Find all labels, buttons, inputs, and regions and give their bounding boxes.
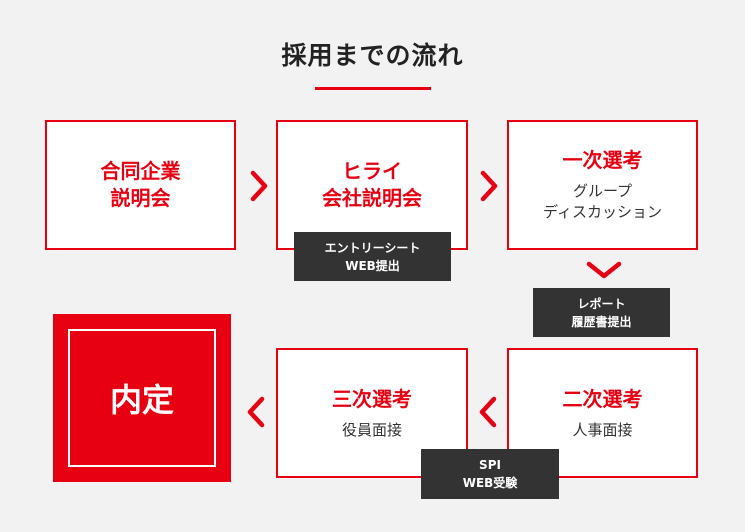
step-description-line: グループ — [572, 182, 633, 200]
report-tag: レポート 履歴書提出 — [533, 288, 670, 337]
tag-line: SPI — [479, 458, 501, 472]
step-description-line: 役員面接 — [341, 420, 402, 439]
step-title: 一次選考 — [563, 147, 643, 174]
step-joint-seminar: 合同企業 説明会 — [45, 120, 236, 250]
entry-sheet-tag: エントリーシート WEB提出 — [294, 232, 451, 281]
title-underline — [315, 87, 431, 90]
chevron-left-icon — [479, 396, 497, 428]
step-title-line: 一次選考 — [562, 148, 643, 172]
step-title: 合同企業 説明会 — [101, 158, 181, 212]
tag-line: 履歴書提出 — [571, 314, 632, 329]
step-first-selection: 一次選考 グループ ディスカッション — [507, 120, 698, 250]
tag-line: WEB提出 — [345, 258, 400, 273]
step-description-line: 人事面接 — [572, 420, 633, 439]
tag-line: WEB受験 — [462, 476, 518, 490]
chevron-right-icon — [480, 170, 498, 202]
step-title-line: 合同企業 — [100, 159, 181, 183]
chevron-down-icon — [586, 261, 622, 279]
step-description: 役員面接 — [342, 420, 402, 441]
step-title: 二次選考 — [563, 386, 643, 413]
step-job-offer: 内定 — [53, 314, 231, 482]
step-title: 三次選考 — [332, 386, 412, 413]
step-description-line: ディスカッション — [543, 203, 662, 221]
chevron-left-icon — [247, 396, 265, 428]
spi-tag: SPI WEB受験 — [421, 449, 559, 499]
step-title-line: ヒライ — [342, 159, 402, 183]
tag-line: レポート — [577, 296, 626, 311]
step-title-line: 三次選考 — [332, 386, 412, 411]
step-title-line: 会社説明会 — [322, 186, 422, 210]
step-title-line: 説明会 — [110, 186, 171, 210]
step-company-seminar: ヒライ 会社説明会 — [276, 120, 468, 250]
tag-line: エントリーシート — [324, 240, 421, 255]
page-title: 採用までの流れ — [281, 41, 464, 70]
chevron-right-icon — [250, 170, 268, 202]
step-description: グループ ディスカッション — [543, 181, 662, 223]
step-description: 人事面接 — [572, 420, 632, 441]
step-title-line: 二次選考 — [562, 386, 643, 411]
step-title: ヒライ 会社説明会 — [322, 158, 422, 212]
job-offer-label: 内定 — [68, 329, 216, 467]
